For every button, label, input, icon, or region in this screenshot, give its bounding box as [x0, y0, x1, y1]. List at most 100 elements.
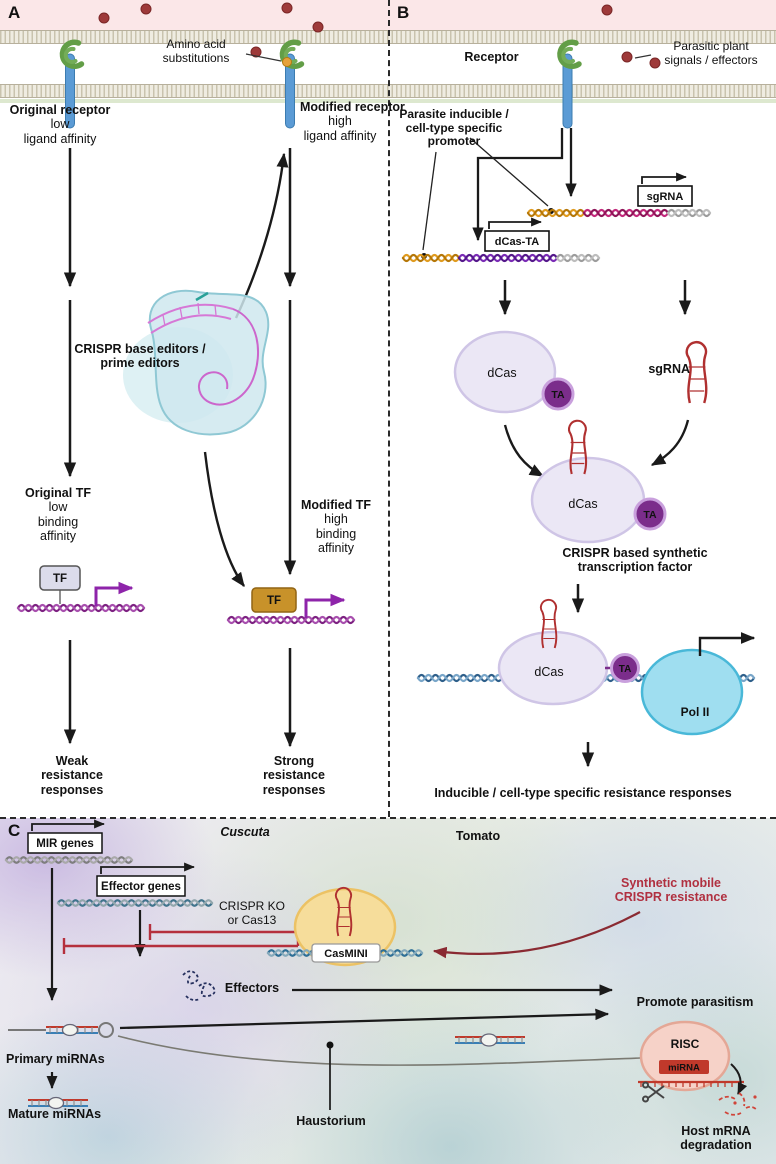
- modified-tf-box-label: TF: [267, 595, 281, 607]
- parasitic-signals-label: Parasitic plant signals / effectors: [664, 39, 758, 67]
- guide-rna-icon: [147, 291, 260, 406]
- weak-response-label: Weak resistance responses: [40, 754, 104, 797]
- modified-receptor-icon: [282, 42, 301, 128]
- panel-divider-vertical: [388, 0, 390, 817]
- pol2-blob: [640, 648, 744, 736]
- effector-genes-label: Effector genes: [101, 881, 181, 893]
- expression-arrows: [498, 280, 692, 316]
- transcription-arrow: [698, 632, 756, 656]
- effector-genes-dna: [56, 899, 214, 907]
- mirna-to-parasitism-arrow: [119, 1008, 610, 1030]
- tomato-label: Tomato: [455, 829, 501, 843]
- mobile-mirna-duplex-icon: [455, 1033, 525, 1047]
- promoter-dna-left: [16, 603, 146, 613]
- mir-genes-dna: [4, 856, 134, 864]
- mrna-fragment-dot: [733, 1101, 737, 1105]
- mrna-fragment-dot: [753, 1095, 757, 1099]
- risc-label: RISC: [671, 1037, 700, 1051]
- amino-acid-label: Amino acid substitutions: [162, 37, 230, 65]
- synthetic-tf-label: CRISPR based synthetic transcription fac…: [562, 546, 708, 575]
- risc-blob: [639, 1020, 731, 1092]
- edit-receptor-arrow: [234, 152, 289, 319]
- modified-receptor-label: Modified receptor high ligand affinity: [300, 100, 405, 143]
- synthetic-mobile-label: Synthetic mobile CRISPR resistance: [614, 876, 728, 905]
- dcasta-promoter-dna: [401, 253, 461, 263]
- bound-dcas-label: dCas: [534, 665, 563, 679]
- promote-parasitism-label: Promote parasitism: [636, 995, 754, 1009]
- dcasta-cassette-arrow: [488, 217, 542, 229]
- mir-genes-label: MIR genes: [36, 838, 94, 850]
- mirna-bar: [659, 1060, 709, 1074]
- amino-acid-substitution-dot: [282, 57, 292, 67]
- promoter-arrow-icon-right: [304, 593, 346, 618]
- synthetic-tf-dcas-label: dCas: [568, 497, 597, 511]
- inducible-promoter-label: Parasite inducible / cell-type specific …: [399, 107, 509, 149]
- effector-scribble-icon: [182, 970, 216, 1001]
- mir-genes-box: [27, 832, 103, 854]
- panel-a-letter: A: [8, 3, 21, 22]
- sgrna-cassette-arrow: [641, 172, 687, 184]
- effector-genes-box: [96, 875, 186, 897]
- degraded-mrna-icon: [718, 1092, 758, 1116]
- inhibition-lines: [62, 924, 300, 954]
- panel-b-letter: B: [397, 3, 410, 22]
- strong-response-label: Strong resistance responses: [262, 754, 326, 797]
- panel-a-flow-arrows: [63, 148, 297, 748]
- receptor-signal-lines: [472, 128, 577, 242]
- promoter-dna-right: [226, 615, 356, 625]
- dcasta-terminator-dna: [555, 253, 601, 263]
- sgrna-cassette-box: [637, 185, 693, 207]
- primary-mirna-icon: [8, 1022, 114, 1038]
- synthetic-tf-ta-label: TA: [643, 509, 657, 521]
- casmini-label: CasMINI: [324, 948, 367, 960]
- original-tf-box-label: TF: [53, 573, 67, 585]
- dcas-blob: [453, 330, 557, 414]
- ta-badge: [541, 377, 575, 411]
- signals-leader-line: [634, 54, 652, 59]
- sgrna-label: sgRNA: [648, 362, 690, 376]
- dcas-label: dCas: [487, 366, 516, 380]
- crispr-ko-label: CRISPR KO or Cas13: [218, 899, 285, 927]
- assembly-arrows: [503, 419, 690, 478]
- degradation-arrow: [730, 1063, 748, 1095]
- panel-c-letter: C: [8, 821, 21, 840]
- parasitic-signal-dots: [98, 2, 661, 69]
- haustorium-label: Haustorium: [296, 1114, 366, 1128]
- receptor-label: Receptor: [464, 50, 519, 64]
- edit-tf-arrow: [203, 451, 245, 587]
- modified-tf-box: [251, 587, 297, 613]
- sgrna-terminator-dna: [666, 208, 712, 218]
- promoter-arrow-icon-left: [94, 581, 134, 606]
- casmini-box: [311, 943, 381, 963]
- scissors-icon: [642, 1081, 665, 1103]
- modified-tf-label: Modified TF high binding affinity: [300, 498, 372, 555]
- sgrna-gene-dna: [582, 208, 670, 218]
- panel-c-graphics: MIR genes Effector genes CasMINI: [4, 819, 758, 1116]
- dcasta-cassette-label: dCas-TA: [495, 236, 539, 248]
- sgrna-promoter-dna: [526, 208, 586, 218]
- bound-ta-badge: [610, 653, 640, 683]
- host-mrna-degradation-label: Host mRNA degradation: [680, 1124, 752, 1153]
- haustorium-pin: [326, 1041, 334, 1110]
- original-receptor-label: Original receptor low ligand affinity: [9, 103, 111, 146]
- primary-mirnas-label: Primary miRNAs: [6, 1052, 105, 1066]
- ta-badge-label: TA: [551, 389, 565, 401]
- dcasta-gene-dna: [457, 253, 559, 263]
- panel-divider-horizontal: [0, 817, 776, 819]
- original-tf-label: Original TF low binding affinity: [25, 486, 91, 543]
- mir-genes-arrow: [31, 819, 105, 831]
- effectors-label: Effectors: [224, 981, 280, 995]
- synthetic-tf-ta-badge: [633, 497, 667, 531]
- cuscuta-label: Cuscuta: [220, 825, 270, 839]
- amino-acid-leader-line: [245, 53, 282, 62]
- effector-genes-arrow: [100, 862, 195, 874]
- receptor-icon: [560, 42, 579, 128]
- mature-mirna-icon: [28, 1096, 88, 1110]
- sgrna-cassette-label: sgRNA: [647, 191, 684, 203]
- panel-a-graphics: TF TF: [16, 42, 356, 748]
- bound-ta-label: TA: [619, 664, 632, 675]
- pol2-label: Pol II: [681, 705, 710, 719]
- dcasta-cassette-box: [484, 230, 550, 252]
- panel-b-graphics: sgRNA dCas-TA dCas TA: [401, 42, 756, 768]
